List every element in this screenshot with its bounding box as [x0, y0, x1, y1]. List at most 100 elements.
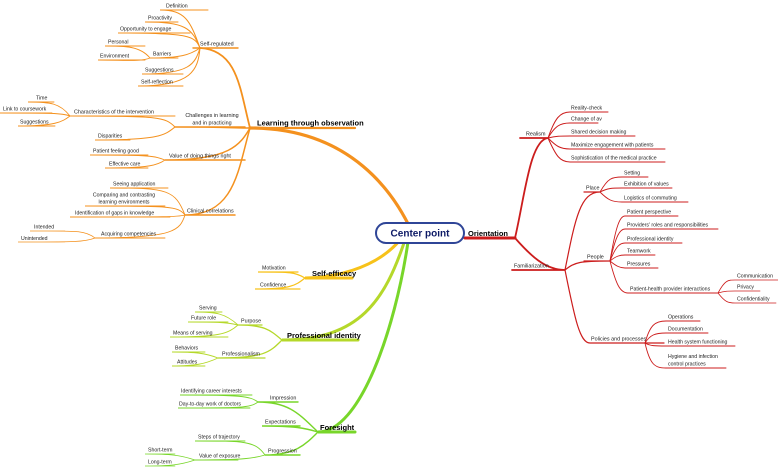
- label-teamwork: Teamwork: [627, 249, 651, 255]
- edge-people-providers: [609, 228, 719, 262]
- label-challenges-1: Challenges in learning: [185, 113, 238, 119]
- edge-learning-selfregulated: [199, 47, 251, 129]
- edge-purpose-serving: [194, 311, 239, 326]
- branch-foresight: [144, 240, 410, 467]
- label-communication: Communication: [737, 274, 773, 280]
- edge-place-setting: [599, 176, 649, 193]
- edge-realism-maximize: [547, 137, 666, 150]
- label-providers-roles: Providers' roles and responsibilities: [627, 223, 709, 229]
- label-environment: Environment: [100, 54, 130, 60]
- center-node[interactable]: Center point: [375, 222, 465, 244]
- edge-clinical-comparing: [84, 205, 186, 216]
- edge-sr-opportunity: [117, 32, 201, 49]
- label-patient-perspective: Patient perspective: [627, 210, 671, 216]
- label-php-interactions: Patient-health provider interactions: [630, 287, 711, 293]
- edge-pol-hygiene: [644, 342, 727, 369]
- label-familiarization: Familiarization: [514, 264, 549, 270]
- label-exhibition: Exhibition of values: [624, 182, 669, 188]
- label-professional-identity: Professional identity: [287, 331, 362, 340]
- label-self-efficacy: Self-efficacy: [312, 269, 357, 278]
- label-clinical: Clinical correlations: [187, 209, 234, 215]
- edge-barriers-personal: [104, 45, 151, 59]
- label-impression: Impression: [270, 396, 296, 402]
- label-self-reflection: Self-reflection: [141, 80, 173, 86]
- label-behaviors: Behaviors: [175, 346, 198, 352]
- edge-sr-selfreflection: [137, 47, 201, 87]
- label-suggestions-ch: Suggestions: [20, 120, 49, 126]
- label-health-system: Health system functioning: [668, 340, 728, 346]
- edge-clinical-acquiring: [94, 214, 186, 239]
- edge-acq-intended: [29, 230, 96, 239]
- label-purpose: Purpose: [241, 319, 261, 325]
- edge-people-teamwork: [609, 254, 656, 262]
- label-time: Time: [36, 96, 47, 102]
- edge-learning-clinical: [184, 127, 251, 216]
- edge-imp-career: [179, 394, 259, 403]
- label-day-to-day: Day-to-day work of doctors: [179, 402, 241, 408]
- label-motivation: Motivation: [262, 266, 286, 272]
- label-effective-care: Effective care: [109, 162, 140, 168]
- edge-php-communication: [717, 279, 778, 294]
- edge-fam-people: [564, 260, 611, 271]
- edge-pol-documentation: [644, 332, 709, 344]
- edge-center-foresight: [317, 240, 410, 434]
- edge-clinical-gaps: [69, 214, 186, 218]
- label-value-exposure: Value of exposure: [199, 454, 241, 460]
- label-shared-decision: Shared decision making: [571, 130, 626, 136]
- label-privacy: Privacy: [737, 285, 754, 291]
- edge-purpose-future: [187, 321, 239, 326]
- edge-learning-value: [164, 127, 251, 161]
- edge-fs-expectations: [261, 425, 319, 433]
- label-professionalism: Professionalism: [222, 352, 261, 358]
- label-proactivity: Proactivity: [148, 16, 172, 22]
- label-means-serving: Means of serving: [173, 331, 213, 337]
- label-comparing-1: Comparing and contrasting: [93, 193, 155, 199]
- edge-sr-suggestions: [141, 47, 201, 75]
- edge-char-link: [0, 112, 71, 117]
- label-maximize: Maximize engagement with patients: [571, 143, 654, 149]
- branch-learning: [0, 9, 414, 243]
- label-self-regulated: Self-regulated: [200, 42, 234, 48]
- label-operations: Operations: [668, 315, 694, 321]
- edge-orientation-realism: [514, 137, 549, 239]
- label-barriers: Barriers: [153, 52, 172, 58]
- label-intended: Intended: [34, 225, 54, 231]
- edge-challenges-disparities: [94, 126, 176, 141]
- edge-people-php: [609, 260, 719, 294]
- edge-people-patient: [609, 215, 679, 262]
- edge-center-profid: [281, 238, 407, 342]
- edge-challenges-characteristics: [69, 115, 176, 128]
- label-realism: Realism: [526, 132, 546, 138]
- label-documentation: Documentation: [668, 327, 703, 333]
- label-foresight: Foresight: [320, 423, 355, 432]
- label-logistics: Logistics of commuting: [624, 196, 677, 202]
- label-seeing-app: Seeing application: [113, 182, 156, 188]
- label-place: Place: [586, 186, 600, 192]
- label-setting: Setting: [624, 171, 640, 177]
- edge-php-confidentiality: [717, 292, 777, 304]
- label-comparing-2: learning environments: [98, 200, 149, 206]
- label-orientation: Orientation: [468, 229, 508, 238]
- label-sophistication: Sophistication of the medical practice: [571, 156, 657, 162]
- label-progression: Progression: [268, 449, 297, 455]
- label-serving: Serving: [199, 306, 217, 312]
- edge-prof-behaviors: [171, 351, 219, 359]
- edge-place-exhibition: [599, 187, 673, 193]
- label-acquiring: Acquiring competencies: [101, 232, 156, 238]
- edge-php-privacy: [717, 290, 761, 294]
- edge-imp-daytoday: [177, 401, 259, 409]
- edge-realism-reality: [547, 111, 609, 139]
- branch-self-efficacy: [254, 238, 402, 290]
- edge-acq-unintended: [17, 237, 96, 243]
- label-steps-trajectory: Steps of trajectory: [198, 435, 240, 441]
- label-hygiene-1: Hygiene and infection: [668, 354, 718, 360]
- center-node-label: Center point: [391, 229, 451, 240]
- edge-learning-challenges: [174, 126, 251, 129]
- label-short-term: Short-term: [148, 448, 173, 454]
- label-opportunity: Opportunity to engage: [120, 27, 171, 33]
- edge-pi-purpose: [237, 324, 283, 341]
- label-patient-good: Patient feeling good: [93, 149, 139, 155]
- edge-value-patient: [89, 154, 166, 161]
- label-career-interests: Identifying career interests: [181, 389, 242, 395]
- edge-people-profid: [609, 242, 683, 262]
